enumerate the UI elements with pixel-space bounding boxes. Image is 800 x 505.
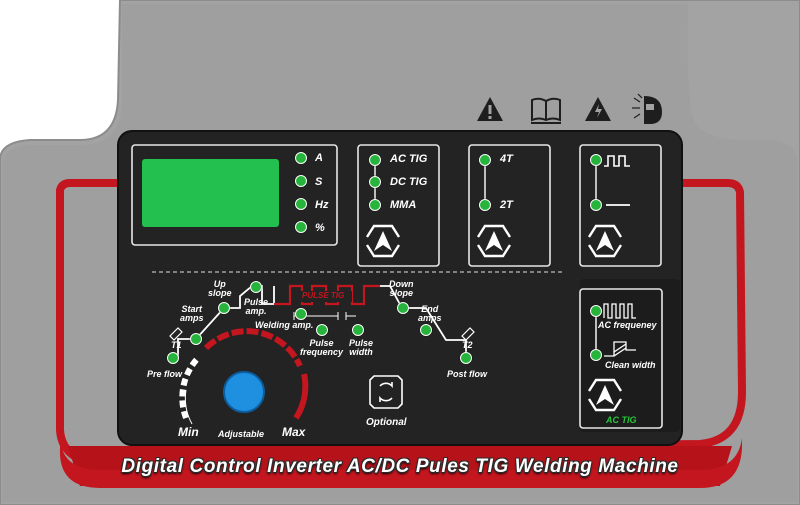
wave-select-button[interactable]	[587, 224, 623, 258]
led-mma	[369, 199, 381, 211]
welding-amp-label: Welding amp.	[255, 320, 314, 330]
start-amps-label: Start amps	[180, 304, 204, 323]
ac-frequency-label: AC frequeney	[598, 320, 657, 330]
clean-width-label: Clean width	[605, 360, 656, 370]
machine-title: Digital Control Inverter AC/DC Pules TIG…	[121, 456, 679, 477]
led-pulse-amp	[250, 281, 262, 293]
mode-box	[357, 144, 440, 267]
led-up-slope	[218, 302, 230, 314]
warning-triangle-icon	[477, 97, 503, 121]
unit-percent-label: %	[315, 222, 325, 234]
clean-width-icon	[604, 341, 636, 357]
t2-torch-icon	[461, 327, 475, 341]
pulse-frequency-label: Pulse frequency	[300, 338, 344, 357]
t1-label: T1	[171, 340, 182, 350]
pre-flow-label: Pre flow	[147, 369, 183, 379]
led-post-flow	[460, 352, 472, 364]
welding-mask-icon	[632, 93, 662, 124]
unit-a-label: A	[315, 152, 323, 164]
adjust-knob[interactable]	[223, 371, 265, 413]
pulse-width-label: Pulse width	[349, 338, 374, 357]
led-dc-line	[590, 199, 602, 211]
led-unit-s	[295, 175, 307, 187]
led-pre-flow	[167, 352, 179, 364]
electric-shock-icon	[585, 97, 611, 121]
led-unit-percent	[295, 221, 307, 233]
trigger-select-button[interactable]	[476, 224, 512, 258]
unit-hz-label: Hz	[315, 199, 329, 211]
trigger-box	[468, 144, 551, 267]
end-amps-label: End amps	[418, 304, 442, 323]
pulse-tig-label: PULSE TIG	[302, 291, 345, 300]
led-ac-frequency	[590, 305, 602, 317]
unit-s-label: S	[315, 176, 323, 188]
led-clean-width	[590, 349, 602, 361]
led-unit-hz	[295, 198, 307, 210]
display-box	[131, 144, 338, 246]
pulse-amp-label: Pulse amp.	[244, 297, 269, 316]
ac-tig-badge: AC TIG	[606, 415, 637, 425]
t2-label: T2	[462, 340, 473, 350]
led-end-amps	[420, 324, 432, 336]
led-dc-tig	[369, 176, 381, 188]
led-pulse-frequency	[316, 324, 328, 336]
mode-ac-tig-label: AC TIG	[390, 153, 428, 165]
ac-select-button[interactable]	[587, 378, 623, 412]
down-slope-label: Down slope	[389, 279, 414, 298]
led-pulse-width	[352, 324, 364, 336]
optional-encoder-icon	[369, 375, 403, 409]
trigger-4t-label: 4T	[500, 153, 513, 165]
mode-mma-label: MMA	[390, 199, 417, 211]
optional-label: Optional	[366, 417, 407, 428]
knob-scale	[179, 328, 309, 425]
led-4t	[479, 154, 491, 166]
mode-dc-tig-label: DC TIG	[390, 176, 428, 188]
up-slope-label: Up slope	[208, 279, 232, 298]
mode-select-button[interactable]	[365, 224, 401, 258]
ac-box	[579, 288, 663, 429]
knob-adjustable-label: Adjustable	[218, 429, 265, 439]
manual-book-icon	[531, 97, 561, 124]
led-start-amps	[190, 333, 202, 345]
trigger-2t-label: 2T	[500, 199, 513, 211]
led-pulse-wave	[590, 154, 602, 166]
wave-box	[579, 144, 662, 267]
led-unit-a	[295, 152, 307, 164]
knob-min-label: Min	[178, 425, 199, 439]
t1-torch-icon	[169, 327, 183, 341]
led-welding-amp	[295, 308, 307, 320]
ac-frequency-icon	[603, 303, 636, 319]
led-ac-tig	[369, 154, 381, 166]
pulse-wave-icon	[604, 155, 630, 167]
post-flow-label: Post flow	[447, 369, 487, 379]
lcd-display	[142, 159, 279, 227]
led-down-slope	[397, 302, 409, 314]
led-2t	[479, 199, 491, 211]
knob-max-label: Max	[282, 425, 306, 439]
